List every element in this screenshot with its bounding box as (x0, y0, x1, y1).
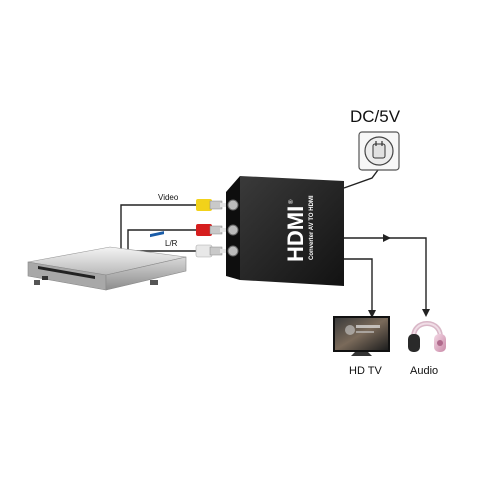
rca-plug-audio-left (195, 244, 226, 258)
lr-label: L/R (165, 239, 178, 248)
registered-mark: ® (288, 199, 295, 204)
video-cable (120, 204, 196, 257)
audio-arrow-down-icon (422, 309, 430, 317)
headphones (408, 321, 446, 352)
audio-right-cable (127, 229, 196, 257)
rca-plug-audio-right (196, 224, 226, 236)
tv-arrow-icon (368, 310, 376, 318)
av-to-hdmi-converter: HDMI ® Converter AV TO HDMI (226, 176, 344, 286)
tv-output-cable (343, 258, 373, 314)
audio-label: Audio (410, 365, 438, 377)
hd-tv (333, 316, 390, 356)
power-cable (343, 169, 379, 189)
rca-plug-video (196, 199, 226, 211)
power-label: DC/5V (350, 107, 401, 126)
converter-brand-text: HDMI (283, 206, 308, 262)
dvd-player (27, 231, 187, 291)
power-socket (358, 131, 400, 171)
video-label: Video (158, 193, 179, 202)
converter-subtitle-text: Converter AV TO HDMI (309, 195, 315, 260)
tv-label: HD TV (349, 365, 382, 377)
audio-output-cable (343, 237, 427, 313)
audio-arrow-right-icon (383, 234, 391, 242)
